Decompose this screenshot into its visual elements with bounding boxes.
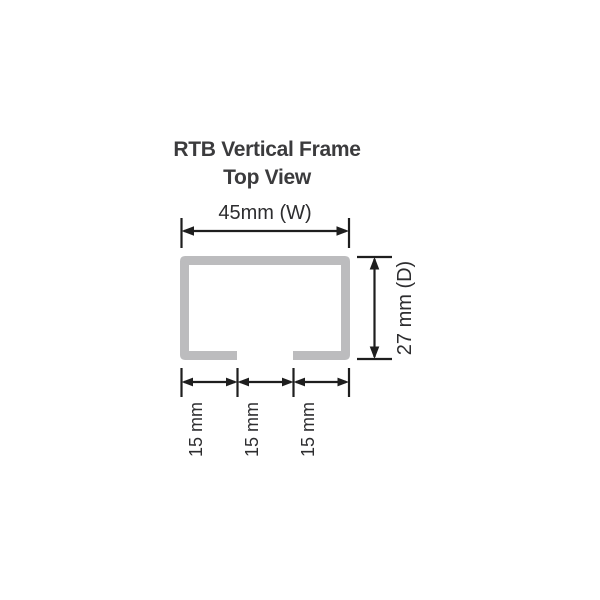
segment-1-arrowhead-right — [226, 377, 238, 387]
depth-arrowhead-top — [369, 257, 380, 270]
width-dimension-group: 45mm (W) — [180, 202, 351, 248]
width-arrowhead-right — [336, 226, 349, 236]
segment-3-label: 15 mm — [298, 402, 318, 457]
segment-2-label: 15 mm — [242, 402, 262, 457]
depth-dimension-label: 27 mm (D) — [394, 261, 416, 355]
depth-dimension-group: 27 mm (D) — [357, 255, 416, 361]
drawing-title-line2: Top View — [223, 166, 312, 189]
drawing-title-line1: RTB Vertical Frame — [173, 138, 360, 161]
segment-1-label: 15 mm — [186, 402, 206, 457]
segment-3-arrowhead-left — [293, 377, 305, 387]
segment-3-arrowhead-right — [337, 377, 349, 387]
segment-2-arrowhead-left — [237, 377, 249, 387]
segment-2-arrowhead-right — [282, 377, 294, 387]
segment-1-arrowhead-left — [181, 377, 193, 387]
depth-arrowhead-bottom — [369, 346, 380, 359]
width-arrowhead-left — [181, 226, 194, 236]
bottom-dimensions-group: 15 mm 15 mm 15 mm — [180, 368, 351, 457]
width-dimension-label: 45mm (W) — [218, 202, 311, 224]
